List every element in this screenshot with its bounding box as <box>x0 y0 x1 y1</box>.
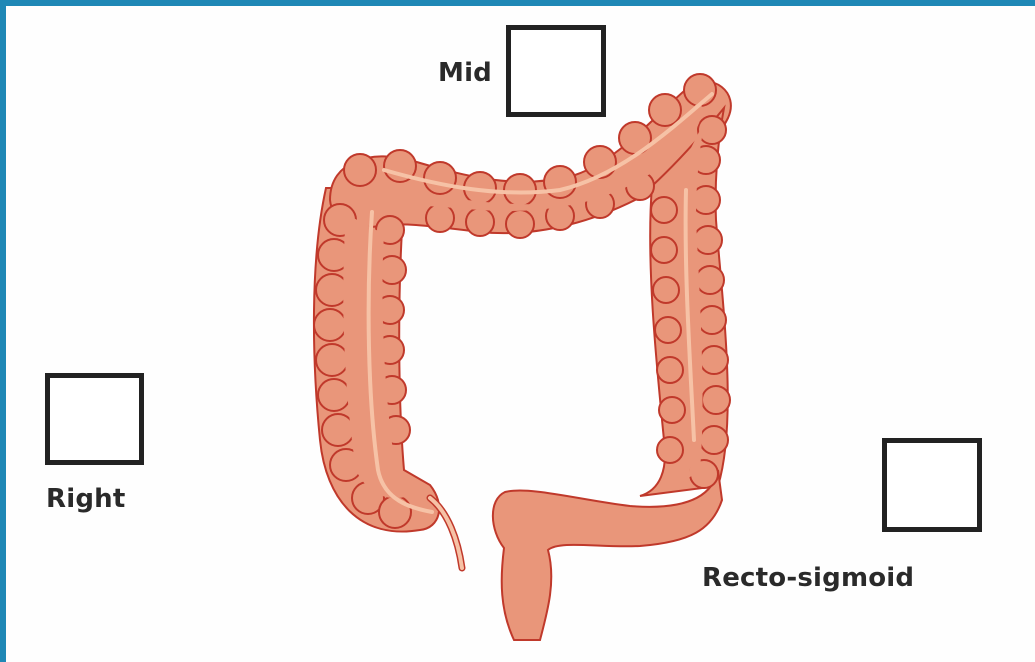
right-answer-box[interactable] <box>45 373 144 465</box>
mid-answer-box[interactable] <box>506 25 606 117</box>
recto-sigmoid-label: Recto-sigmoid <box>702 563 914 593</box>
right-label: Right <box>46 484 125 514</box>
mid-label: Mid <box>438 58 492 88</box>
sigmoid-rectum <box>493 470 722 640</box>
recto-sigmoid-answer-box[interactable] <box>882 438 982 532</box>
